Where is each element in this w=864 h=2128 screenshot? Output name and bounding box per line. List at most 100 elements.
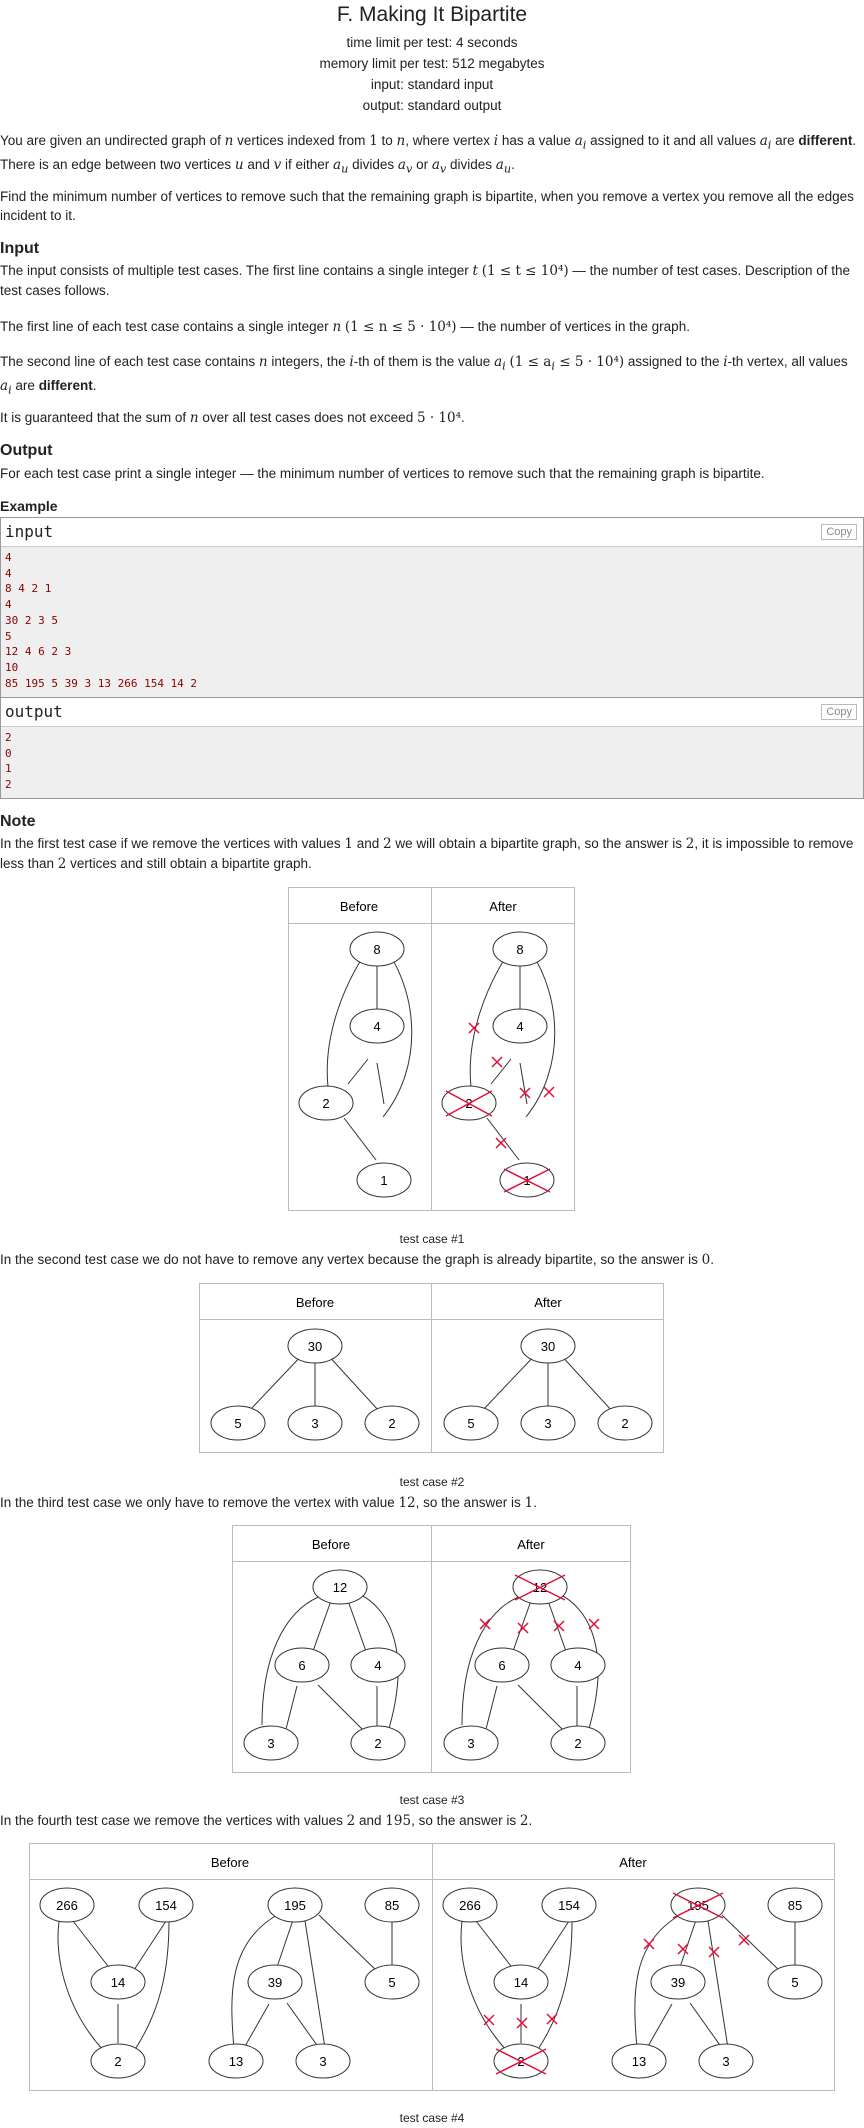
note-paragraph-2: In the second test case we do not have t… [0, 1252, 715, 1268]
input-line: 85 195 5 39 3 13 266 154 14 2 [5, 676, 198, 690]
removal-marks [483, 1892, 750, 2075]
node-label: 2 [322, 1096, 329, 1111]
node-label: 5 [388, 1975, 395, 1990]
input-paragraph-1: The input consists of multiple test case… [0, 263, 851, 298]
note-paragraph-3: In the third test case we only have to r… [0, 1495, 537, 1511]
node-label: 266 [459, 1898, 481, 1913]
node-label: 13 [229, 2054, 243, 2069]
after-label: After [534, 1295, 562, 1310]
output-heading: Output [0, 442, 53, 459]
test-case-1-caption: test case #1 [399, 1232, 465, 1246]
example-heading: Example [0, 498, 58, 514]
output-line: 2 [5, 778, 12, 792]
example-output-body[interactable]: 2 0 1 2 [1, 727, 863, 798]
node-label: 30 [308, 1339, 322, 1354]
node-label: 6 [298, 1658, 305, 1673]
input-paragraph-3: The second line of each test case contai… [0, 354, 848, 397]
node-label: 2 [374, 1736, 381, 1751]
test-case-2-figure: Before After 30 5 3 2 30 5 3 2 [199, 1283, 664, 1453]
node-label: 4 [574, 1658, 581, 1673]
node-label: 4 [374, 1658, 381, 1673]
node-label: 1 [380, 1173, 387, 1188]
node-label: 195 [284, 1898, 306, 1913]
node-label: 3 [722, 2054, 729, 2069]
note-paragraph-1: In the first test case if we remove the … [0, 836, 854, 872]
example-input-body[interactable]: 4 4 8 4 2 1 4 30 2 3 5 5 12 4 6 2 3 10 8… [1, 547, 863, 697]
input-line: 8 4 2 1 [5, 582, 52, 596]
node-label: 266 [56, 1898, 78, 1913]
node-label: 39 [671, 1975, 685, 1990]
problem-header: F. Making It Bipartite time limit per te… [0, 0, 864, 116]
output-line: 1 [5, 762, 12, 776]
node-label: 4 [373, 1019, 380, 1034]
input-line: 4 [5, 551, 12, 564]
note-heading: Note [0, 813, 36, 830]
removal-marks [445, 1022, 555, 1193]
example-output-label: output [5, 702, 63, 721]
node-label: 14 [111, 1975, 125, 1990]
copy-output-button[interactable]: Copy [821, 704, 857, 720]
node-label: 12 [333, 1580, 347, 1595]
node-label: 8 [516, 942, 523, 957]
input-file: input: standard input [370, 77, 494, 92]
node-label: 3 [311, 1416, 318, 1431]
copy-input-button[interactable]: Copy [821, 524, 857, 540]
node-label: 154 [558, 1898, 580, 1913]
problem-title: F. Making It Bipartite [336, 3, 528, 26]
test-case-4-caption: test case #4 [399, 2111, 465, 2125]
input-line: 30 2 3 5 [5, 613, 58, 627]
input-paragraph-4: It is guaranteed that the sum of n over … [0, 410, 465, 426]
node-label: 154 [155, 1898, 177, 1913]
input-heading: Input [0, 240, 40, 257]
before-label: Before [296, 1295, 334, 1310]
node-label: 3 [319, 2054, 326, 2069]
before-label: Before [340, 899, 378, 914]
input-paragraph-2: The first line of each test case contain… [0, 319, 690, 335]
test-case-4-figure: Before After 266 [29, 1843, 835, 2091]
before-label: Before [211, 1855, 249, 1870]
input-line: 12 4 6 2 3 [5, 645, 72, 659]
output-file: output: standard output [362, 98, 502, 113]
node-label: 2 [114, 2054, 121, 2069]
after-label: After [619, 1855, 647, 1870]
node-label: 3 [267, 1736, 274, 1751]
node-label: 8 [373, 942, 380, 957]
node-label: 14 [514, 1975, 528, 1990]
node-label: 4 [516, 1019, 523, 1034]
test-case-2-caption: test case #2 [399, 1475, 465, 1489]
node-label: 85 [788, 1898, 802, 1913]
node-label: 3 [544, 1416, 551, 1431]
node-label: 3 [467, 1736, 474, 1751]
node-label: 5 [234, 1416, 241, 1431]
memory-limit: memory limit per test: 512 megabytes [319, 56, 545, 71]
node-label: 39 [268, 1975, 282, 1990]
node-label: 30 [541, 1339, 555, 1354]
example-input-header: input Copy [1, 518, 863, 547]
test-case-3-caption: test case #3 [399, 1793, 465, 1807]
node-label: 13 [632, 2054, 646, 2069]
example-input-label: input [5, 522, 54, 541]
node-label: 6 [498, 1658, 505, 1673]
test-case-3-figure: Before After [232, 1525, 631, 1773]
input-line: 10 [5, 660, 19, 674]
statement-paragraph-2: Find the minimum number of vertices to r… [0, 189, 854, 223]
node-label: 5 [467, 1416, 474, 1431]
node-label: 5 [791, 1975, 798, 1990]
output-paragraph: For each test case print a single intege… [0, 466, 765, 481]
node-label: 2 [388, 1416, 395, 1431]
example-output-box: output Copy 2 0 1 2 [0, 697, 864, 799]
node-label: 2 [621, 1416, 628, 1431]
statement-paragraph-1: You are given an undirected graph of n v… [0, 133, 857, 176]
node-label: 2 [574, 1736, 581, 1751]
output-line: 2 [5, 731, 12, 744]
node-label: 85 [385, 1898, 399, 1913]
example-input-box: input Copy 4 4 8 4 2 1 4 30 2 3 5 5 12 4… [0, 517, 864, 698]
time-limit: time limit per test: 4 seconds [346, 35, 518, 50]
after-label: After [489, 899, 517, 914]
before-label: Before [312, 1537, 350, 1552]
input-line: 4 [5, 598, 12, 612]
example-output-header: output Copy [1, 698, 863, 727]
input-line: 4 [5, 566, 12, 580]
after-label: After [517, 1537, 545, 1552]
